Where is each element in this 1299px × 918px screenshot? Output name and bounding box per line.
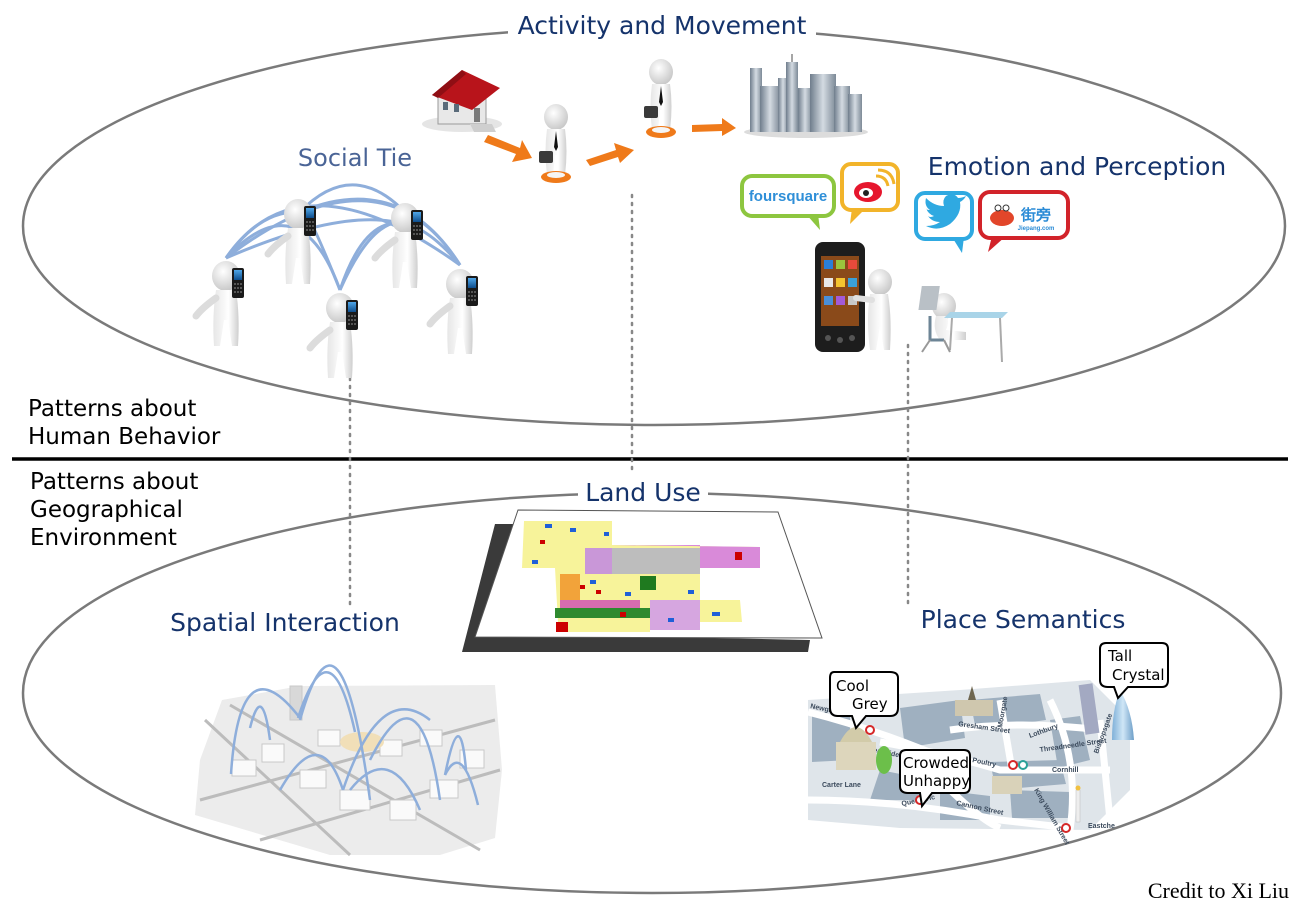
activity-movement-illustration — [422, 54, 868, 183]
svg-text:Cornhill: Cornhill — [1052, 767, 1078, 774]
st-pauls-cathedral-icon — [836, 714, 892, 774]
svg-text:Patterns about: Patterns about — [28, 396, 196, 422]
social-tie-arcs — [224, 183, 462, 291]
svg-text:Carter Lane: Carter Lane — [822, 782, 861, 789]
land-use-parcels — [522, 521, 760, 632]
map-card-shadow — [462, 524, 810, 652]
bank-building-icon — [992, 776, 1022, 794]
office-buildings-icon — [744, 54, 868, 138]
monument-icon — [1075, 785, 1081, 823]
svg-text:Geographical: Geographical — [30, 497, 183, 523]
land-use-map — [462, 509, 823, 652]
social-tie-title: Social Tie — [298, 144, 412, 172]
activity-movement-title: Activity and Movement — [518, 11, 807, 40]
orange-arrow-icon — [586, 143, 634, 166]
weibo-logo-icon — [840, 162, 900, 224]
svg-text:Grey: Grey — [852, 695, 888, 713]
human-behavior-label: Patterns about Human Behavior — [28, 396, 221, 450]
city-streets — [199, 703, 501, 857]
speech-bubble-cool-grey: Cool Grey — [829, 671, 899, 731]
map-roads — [807, 698, 1114, 832]
svg-text:Tall: Tall — [1107, 647, 1132, 665]
gherkin-tower-icon — [1078, 683, 1134, 740]
svg-text:Jiepang.com: Jiepang.com — [1018, 226, 1055, 232]
person-on-phone-icon — [375, 203, 423, 288]
orange-arrow-icon — [484, 135, 532, 162]
person-on-phone-icon — [310, 293, 358, 378]
land-use-title: Land Use — [585, 478, 701, 507]
person-on-phone-icon — [196, 261, 244, 346]
place-semantics-map: Cheapside Poultry Cornhill Threadneedle … — [807, 642, 1169, 847]
commuter-person-icon — [644, 59, 676, 138]
credit-text: Credit to Xi Liu — [1148, 878, 1289, 903]
svg-text:Crystal: Crystal — [1112, 666, 1165, 684]
svg-text:Human Behavior: Human Behavior — [28, 424, 221, 450]
commuter-person-icon — [539, 104, 571, 183]
spatial-interaction-illustration — [195, 664, 502, 857]
speech-bubble-tall-crystal: Tall Crystal — [1099, 642, 1169, 700]
svg-text:Environment: Environment — [30, 525, 177, 551]
svg-text:Crowded: Crowded — [903, 754, 969, 772]
city-blocks — [231, 685, 485, 821]
orange-arrow-icon — [692, 118, 736, 136]
svg-text:Poultry: Poultry — [972, 757, 997, 769]
speech-bubble-crowded-unhappy: Crowded Unhappy — [899, 749, 971, 809]
twitter-logo-icon — [914, 191, 974, 253]
svg-text:街旁: 街旁 — [1020, 206, 1051, 224]
svg-text:Eastche: Eastche — [1088, 823, 1115, 830]
person-on-phone-icon — [430, 269, 478, 354]
emotion-perception-illustration: foursquare 街旁 Jiepang.com — [740, 162, 1070, 363]
person-on-phone-icon — [268, 199, 316, 284]
geographical-environment-label: Patterns about Geographical Environment — [30, 469, 198, 551]
place-semantics-title: Place Semantics — [921, 605, 1126, 634]
foursquare-logo-icon: foursquare — [740, 174, 836, 230]
emotion-perception-title: Emotion and Perception — [928, 152, 1226, 181]
social-tie-illustration — [196, 183, 478, 378]
historic-building-icon — [955, 686, 993, 716]
interaction-arcs — [229, 664, 480, 811]
svg-text:Patterns about: Patterns about — [30, 469, 198, 495]
svg-text:Unhappy: Unhappy — [903, 772, 970, 790]
svg-text:Cool: Cool — [836, 677, 869, 695]
smartphone-with-person-icon — [815, 242, 892, 352]
house-icon — [422, 70, 502, 132]
svg-text:foursquare: foursquare — [749, 188, 827, 205]
spatial-interaction-title: Spatial Interaction — [170, 608, 400, 637]
person-at-desk-icon — [918, 286, 1008, 363]
jiepang-logo-icon: 街旁 Jiepang.com — [978, 190, 1070, 252]
